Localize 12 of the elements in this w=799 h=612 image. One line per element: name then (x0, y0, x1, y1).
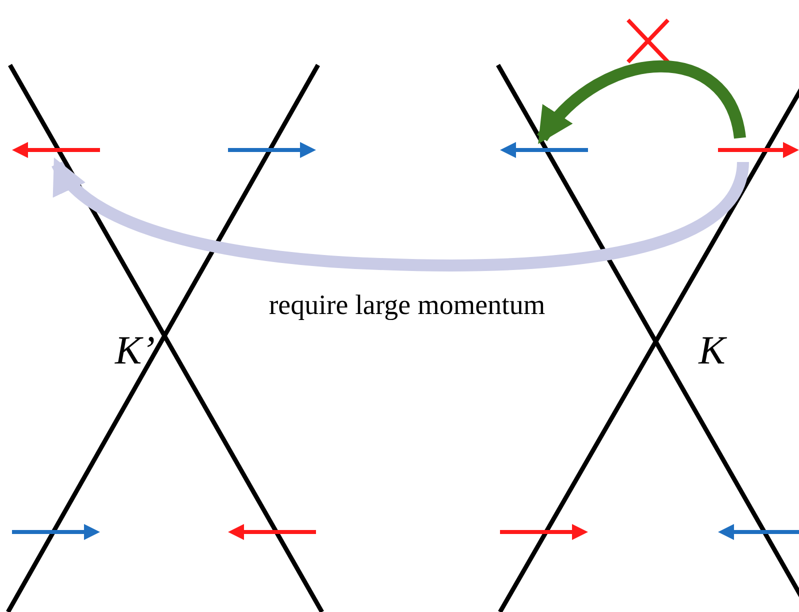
spin-arrow (500, 140, 588, 160)
curved-arrow (537, 60, 746, 144)
spin-arrow (500, 522, 588, 542)
spin-arrow (228, 522, 316, 542)
valley-label: K’ (115, 326, 155, 374)
valley-label: K (698, 326, 726, 374)
spin-arrow (12, 140, 100, 160)
spin-arrow (12, 522, 100, 542)
curved-arrow (52, 158, 749, 272)
spin-arrow (718, 522, 799, 542)
spin-arrow (228, 140, 316, 160)
spin-arrow (718, 140, 799, 160)
